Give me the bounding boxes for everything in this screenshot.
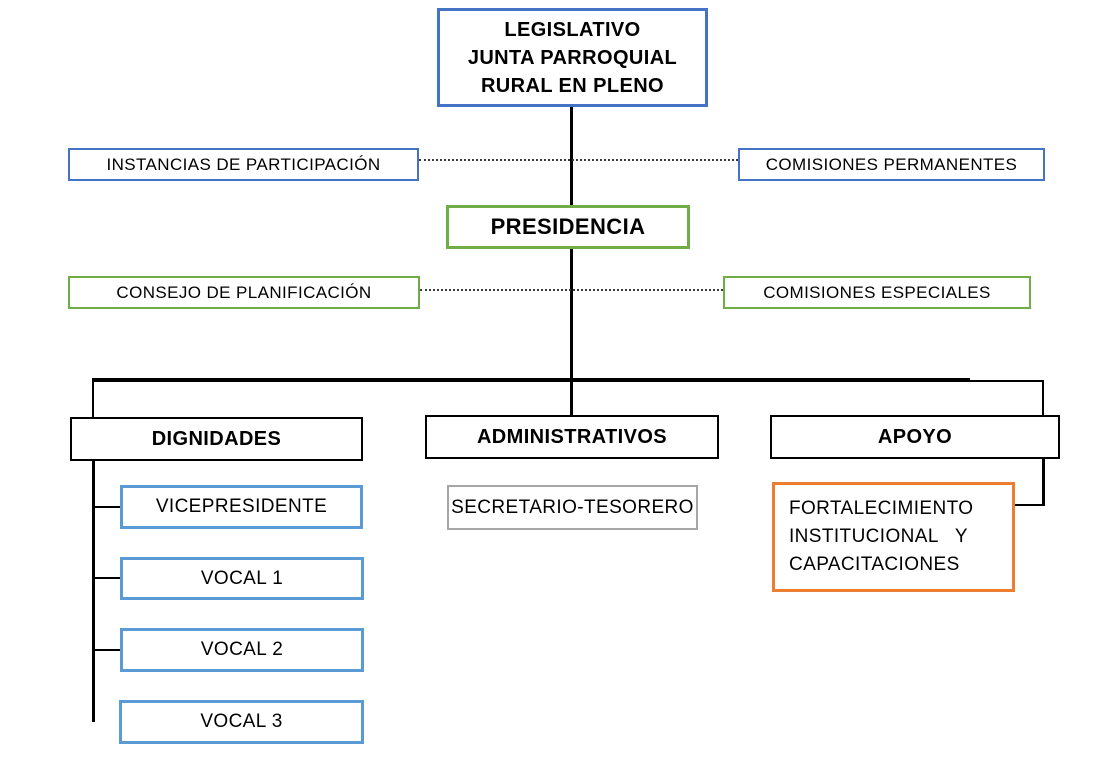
connector-fortalecimiento-vertical bbox=[1042, 459, 1045, 506]
connector-dotted-consejo-especiales bbox=[420, 289, 723, 291]
node-presidencia: PRESIDENCIA bbox=[446, 205, 690, 249]
node-vocal-3: VOCAL 3 bbox=[119, 700, 364, 744]
node-dignidades: DIGNIDADES bbox=[70, 417, 363, 461]
connector-apoyo-drop bbox=[1042, 381, 1044, 415]
node-consejo-de-planificacion: CONSEJO DE PLANIFICACIÓN bbox=[68, 276, 420, 309]
node-comisiones-especiales: COMISIONES ESPECIALES bbox=[723, 276, 1031, 309]
connector-dignidades-spine bbox=[92, 461, 95, 722]
connector-center-vertical bbox=[570, 107, 573, 415]
connector-dignidades-drop bbox=[92, 380, 94, 417]
connector-apoyo-horizontal-ext bbox=[966, 380, 1044, 382]
node-vocal-1: VOCAL 1 bbox=[120, 557, 364, 600]
node-secretario-tesorero: SECRETARIO-TESORERO bbox=[447, 485, 698, 530]
node-vocal-2: VOCAL 2 bbox=[120, 628, 364, 672]
node-administrativos: ADMINISTRATIVOS bbox=[425, 415, 719, 459]
node-vicepresidente: VICEPRESIDENTE bbox=[120, 485, 363, 529]
node-instancias-de-participacion: INSTANCIAS DE PARTICIPACIÓN bbox=[68, 148, 419, 181]
connector-fortalecimiento-horizontal bbox=[1015, 504, 1043, 506]
node-apoyo: APOYO bbox=[770, 415, 1060, 459]
connector-stub-vocal-1 bbox=[92, 577, 120, 579]
connector-stub-vocal-2 bbox=[92, 649, 120, 651]
connector-main-horizontal bbox=[92, 378, 970, 382]
connector-dotted-participacion-permanentes bbox=[419, 159, 738, 161]
node-comisiones-permanentes: COMISIONES PERMANENTES bbox=[738, 148, 1045, 181]
node-legislativo-junta-parroquial: LEGISLATIVO JUNTA PARROQUIAL RURAL EN PL… bbox=[437, 8, 708, 107]
node-fortalecimiento-institucional: FORTALECIMIENTO INSTITUCIONAL Y CAPACITA… bbox=[772, 482, 1015, 592]
connector-stub-vicepresidente bbox=[92, 506, 120, 508]
